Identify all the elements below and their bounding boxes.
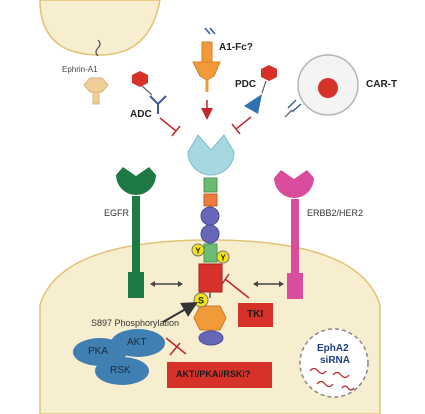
tki-label: TKI: [247, 309, 264, 320]
rsk-oval: [95, 357, 149, 385]
adc-label: ADC: [130, 109, 152, 120]
akti-label: AKTi/PKAi/RSKi?: [176, 369, 251, 379]
sirna-label-line2: siRNA: [320, 355, 351, 366]
pdc-inhibit-line: [235, 116, 252, 130]
car-t-label: CAR-T: [366, 79, 398, 90]
adc-antibody: [132, 71, 167, 114]
sirna-label-line1: EphA2: [317, 343, 349, 354]
svg-text:Y: Y: [195, 247, 201, 256]
a1-fc-label: A1-Fc?: [219, 42, 253, 53]
a1-fc-ligand: [192, 27, 221, 92]
phosphorylation-label: S897 Phosphorylation: [91, 318, 180, 328]
ligand-cell: [39, 0, 161, 57]
kinase-inhibit-line: [165, 337, 187, 355]
pdc-conjugate: [244, 65, 277, 114]
akti-box: [167, 362, 272, 388]
akt-label: AKT: [127, 337, 147, 348]
pdc-label: PDC: [235, 79, 257, 90]
tki-box: [238, 303, 273, 327]
svg-text:Y: Y: [220, 254, 226, 263]
rsk-label: RSK: [110, 365, 131, 376]
egfr-receptor: [116, 167, 156, 298]
erbb2-label: ERBB2/HER2: [307, 208, 364, 218]
serine-site: S: [193, 292, 209, 308]
car-t-cell: [284, 54, 359, 118]
tki-inhibit-line: [224, 278, 250, 299]
egfr-label: EGFR: [104, 208, 130, 218]
ephrin-a1-label: Ephrin-A1: [62, 65, 98, 74]
erbb2-receptor: [274, 170, 314, 299]
egfr-crosstalk-arrow: [150, 281, 183, 287]
phosphorylation-arrow: [162, 302, 198, 323]
adc-inhibit-line: [159, 117, 177, 132]
ephrin-a1-ligand: [83, 77, 109, 105]
sirna-circle: [299, 328, 369, 398]
pka-label: PKA: [88, 346, 109, 357]
erbb2-crosstalk-arrow: [253, 281, 284, 287]
tyrosine-site-right: Y: [216, 250, 230, 264]
epha2-receptor: [187, 134, 235, 346]
tyrosine-site-left: Y: [191, 243, 205, 257]
akt-oval: [111, 329, 165, 357]
svg-text:S: S: [198, 296, 204, 306]
